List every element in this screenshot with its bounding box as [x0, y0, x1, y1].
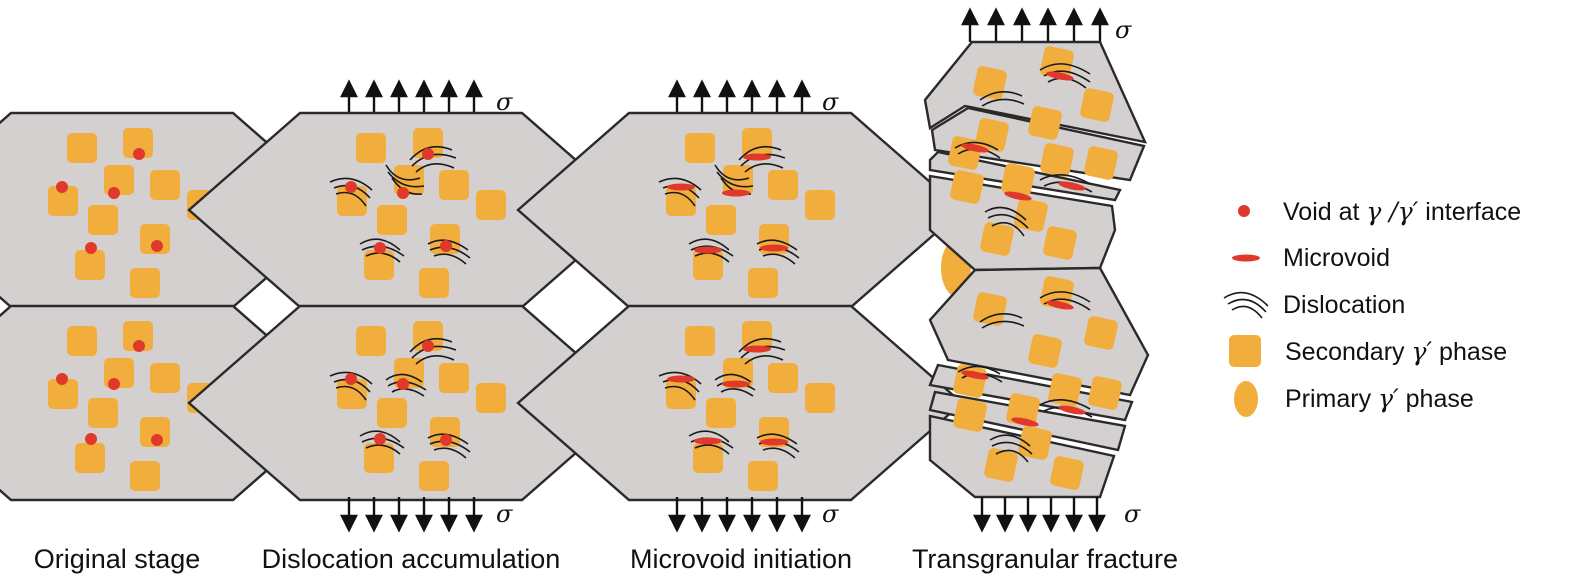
primary-phase-ellipse-icon [1234, 381, 1258, 417]
secondary-gamma-prime-group [666, 128, 835, 491]
stage-microvoid-initiation: σ [516, 79, 964, 574]
stress-symbol: σ [822, 500, 839, 528]
legend: Void at γ /γ′ interface Microvoid Disloc… [1223, 197, 1521, 417]
legend-label: Microvoid [1283, 244, 1390, 272]
secondary-phase-square-icon [1229, 335, 1261, 367]
stress-arrows-bottom [668, 497, 811, 533]
stress-arrows-top [961, 7, 1109, 42]
legend-item-void: Void at γ /γ′ interface [1238, 197, 1521, 226]
stress-symbol: σ [822, 88, 839, 116]
stage-caption: Original stage [34, 544, 201, 574]
stress-arrows-bottom [973, 497, 1106, 533]
stress-arrows-top [340, 79, 483, 116]
microvoid-dash-icon [1232, 254, 1260, 262]
legend-label: Void at γ /γ′ interface [1283, 197, 1521, 226]
stress-arrows-top [668, 79, 811, 116]
legend-label: Primary γ′ phase [1285, 384, 1474, 413]
stress-arrows-bottom [340, 497, 483, 533]
stress-symbol: σ [496, 88, 513, 116]
void-group [345, 148, 452, 446]
legend-label: Dislocation [1283, 291, 1405, 319]
secondary-gamma-prime-group [948, 46, 1122, 490]
legend-item-microvoid: Microvoid [1232, 244, 1390, 272]
grain-lower [516, 304, 964, 502]
legend-item-dislocation: Dislocation [1223, 291, 1405, 319]
stage-caption: Dislocation accumulation [262, 544, 561, 574]
stage-caption: Microvoid initiation [630, 544, 852, 574]
stress-symbol: σ [1115, 16, 1132, 44]
stage-dislocation-accumulation: σ [187, 79, 635, 574]
void-dot-icon [1238, 205, 1250, 217]
microvoid-group [961, 71, 1086, 427]
stress-symbol: σ [1124, 500, 1141, 528]
stress-symbol: σ [496, 500, 513, 528]
stage-caption: Transgranular fracture [912, 544, 1178, 574]
legend-label: Secondary γ′ phase [1285, 337, 1507, 366]
legend-item-secondary-phase: Secondary γ′ phase [1229, 335, 1507, 367]
stage-transgranular-fracture: σ [912, 7, 1178, 574]
microvoid-group [667, 153, 788, 446]
secondary-gamma-prime-group [337, 128, 506, 491]
void-group [56, 148, 163, 446]
legend-item-primary-phase: Primary γ′ phase [1234, 381, 1474, 417]
dislocation-lines-icon [1223, 291, 1269, 319]
grain-upper [516, 111, 964, 309]
